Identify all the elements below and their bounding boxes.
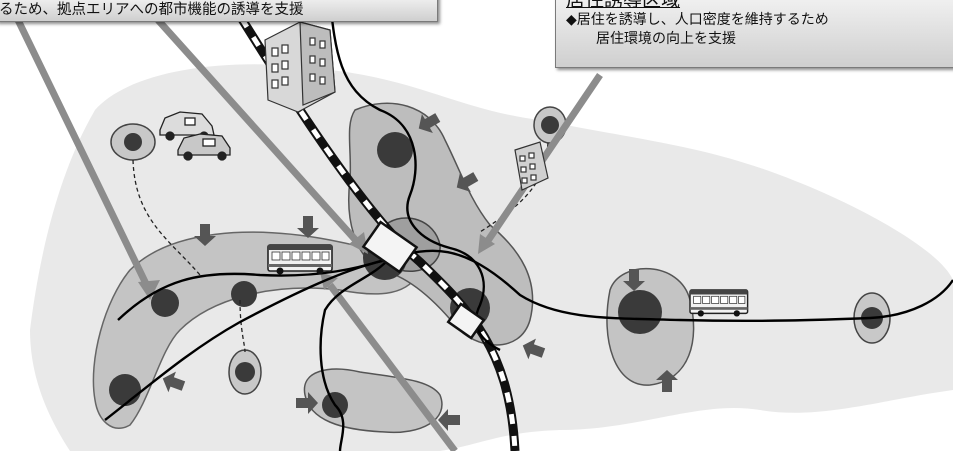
station-icon xyxy=(361,220,486,340)
residential-zone-line1: ◆居住を誘導し、人口密度を維持するため xyxy=(566,12,829,28)
residential-zone-title: 居住誘導区域 xyxy=(566,0,681,11)
dashed-links xyxy=(132,142,549,353)
bus-routes xyxy=(104,0,953,451)
residential-zone-line2: 居住環境の向上を支援 xyxy=(596,31,736,47)
bus-icon xyxy=(689,289,749,318)
building-icon xyxy=(264,21,336,113)
urban-function-callout-text: るため、拠点エリアへの都市機能の誘導を支援 xyxy=(0,2,304,18)
bus-icon xyxy=(267,244,333,276)
urban-function-callout: るため、拠点エリアへの都市機能の誘導を支援 xyxy=(0,0,438,22)
residential-zone-callout: 居住誘導区域 ◆居住を誘導し、人口密度を維持するため 居住環境の向上を支援 xyxy=(555,0,953,68)
building-icon xyxy=(514,141,549,191)
car-icon xyxy=(159,111,231,161)
